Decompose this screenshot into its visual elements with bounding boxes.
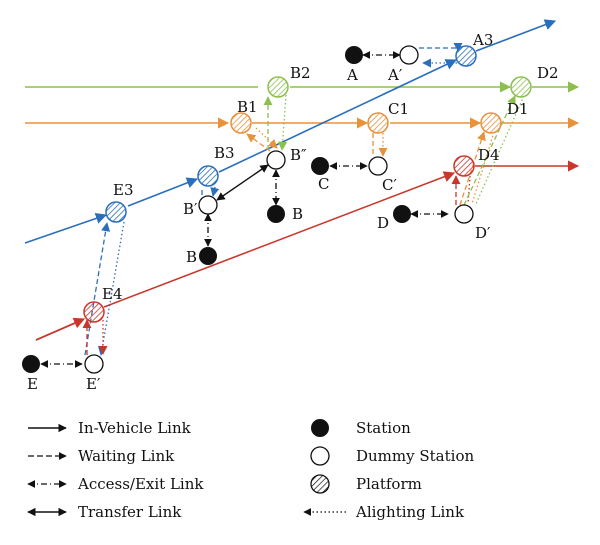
label-e: E	[27, 375, 38, 393]
station-e	[22, 355, 40, 373]
platform-b1	[230, 112, 252, 134]
label-b-left: B	[186, 248, 197, 266]
platform-d2	[510, 76, 532, 98]
label-c: C	[318, 175, 329, 193]
dummy-station-a-prime	[399, 45, 419, 65]
station-d	[393, 205, 411, 223]
label-c1: C1	[388, 100, 409, 118]
legend-platform: Platform	[356, 475, 422, 493]
platform-a3	[455, 45, 477, 67]
station-c	[311, 157, 329, 175]
platform-d4	[453, 155, 475, 177]
line-blue	[24, 19, 557, 244]
dummy-station-e-prime	[84, 354, 104, 374]
platform-b2	[267, 76, 289, 98]
label-b2: B2	[290, 64, 311, 82]
label-a3: A3	[472, 31, 493, 49]
legend-in-vehicle: In-Vehicle Link	[78, 419, 192, 437]
dummy-station-b-dprime	[266, 150, 286, 170]
legend-alighting: Alighting Link	[355, 503, 465, 521]
platform-e3	[105, 201, 127, 223]
station-a	[345, 46, 363, 64]
label-d4: D4	[478, 146, 500, 164]
legend-platform-icon	[310, 474, 330, 494]
label-b-right: B	[292, 205, 303, 223]
legend-dummy-station: Dummy Station	[356, 447, 474, 465]
dummy-station-b-prime	[198, 195, 218, 215]
label-c-prime: C′	[382, 176, 397, 194]
label-d: D	[377, 214, 389, 232]
legend-waiting: Waiting Link	[78, 447, 175, 465]
label-b1: B1	[237, 98, 258, 116]
station-b-right	[267, 205, 285, 223]
platform-d1	[480, 112, 502, 134]
label-a: A	[346, 66, 358, 84]
label-b-dprime: B″	[290, 146, 307, 164]
legend-station: Station	[356, 419, 411, 437]
label-e3: E3	[113, 181, 134, 199]
label-b3: B3	[214, 144, 235, 162]
legend-station-icon	[311, 419, 329, 437]
legend: In-Vehicle Link Waiting Link Access/Exit…	[27, 419, 474, 521]
label-d2: D2	[537, 64, 559, 82]
station-b-left	[199, 247, 217, 265]
platform-b3	[197, 165, 219, 187]
label-d1: D1	[507, 100, 529, 118]
label-a-prime: A′	[387, 66, 403, 84]
legend-dummy-station-icon	[310, 446, 330, 466]
label-e4: E4	[102, 285, 123, 303]
dummy-station-c-prime	[368, 156, 388, 176]
label-b-prime: B′	[183, 200, 198, 218]
legend-access-exit: Access/Exit Link	[77, 475, 204, 493]
legend-transfer: Transfer Link	[78, 503, 182, 521]
dummy-station-d-prime	[454, 204, 474, 224]
platform-c1	[367, 112, 389, 134]
label-e-prime: E′	[86, 375, 101, 393]
node-labels: A A′ A3 B2 D2 B1 C1 D1 B3 B″ D4 C C′ E3 …	[27, 31, 559, 393]
links-group	[40, 42, 525, 368]
platform-e4	[83, 301, 105, 323]
label-d-prime: D′	[475, 224, 491, 242]
